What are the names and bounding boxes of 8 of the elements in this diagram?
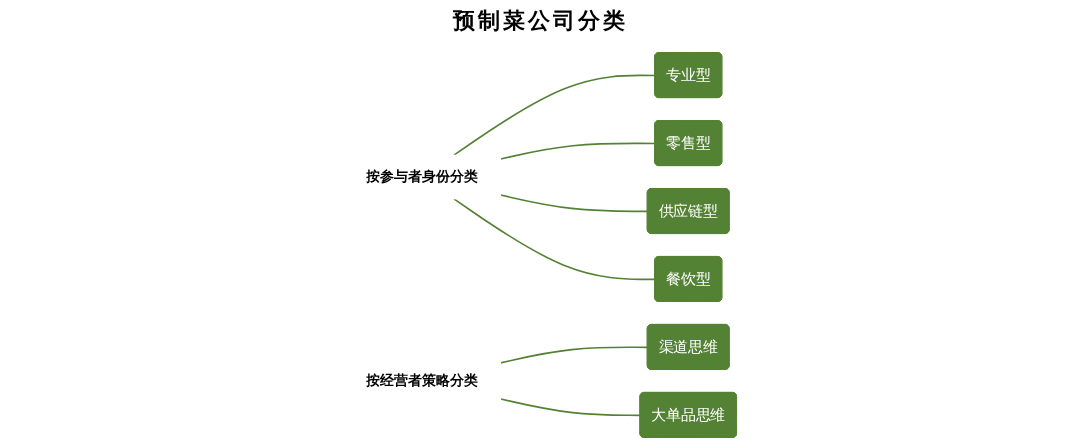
connector	[453, 198, 656, 281]
diagram-title: 预制菜公司分类	[452, 7, 628, 35]
connector	[453, 74, 656, 156]
node-text: 按经营者策略分类	[366, 372, 478, 389]
connector	[499, 346, 649, 364]
connector	[499, 194, 649, 213]
node-text: 按参与者身份分类	[366, 168, 478, 185]
connector	[499, 142, 656, 160]
